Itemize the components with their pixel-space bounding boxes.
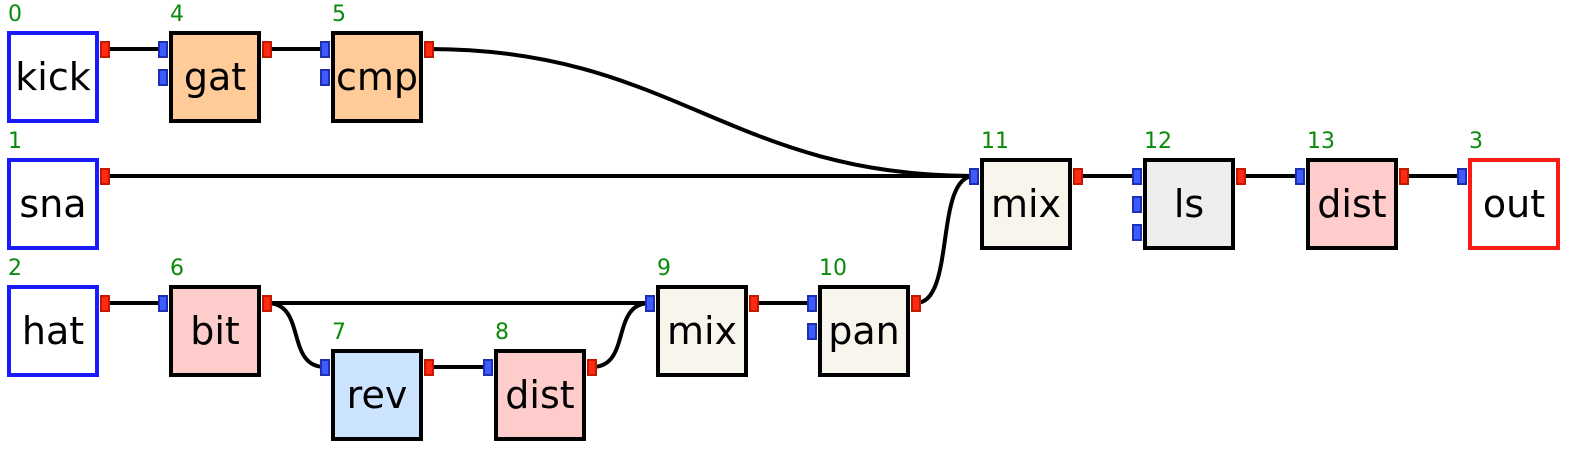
- node-label: out: [1482, 182, 1546, 226]
- outlet-port[interactable]: [587, 359, 597, 376]
- inlet-port[interactable]: [1457, 168, 1467, 185]
- node-label: cmp: [335, 55, 419, 99]
- node-label: bit: [190, 309, 240, 353]
- inlet-port[interactable]: [483, 359, 493, 376]
- node-gat-4[interactable]: gat: [169, 31, 261, 123]
- node-index: 6: [170, 256, 184, 281]
- node-index: 1: [8, 129, 22, 154]
- wire-5-to-11: [428, 47, 975, 178]
- node-index: 11: [981, 129, 1009, 154]
- inlet-port[interactable]: [1132, 224, 1142, 241]
- inlet-port[interactable]: [158, 69, 168, 86]
- node-dist-13[interactable]: dist: [1306, 158, 1398, 250]
- node-label: gat: [183, 55, 247, 99]
- node-label: sna: [19, 182, 87, 226]
- node-label: mix: [666, 309, 738, 353]
- node-index: 2: [8, 256, 22, 281]
- inlet-port[interactable]: [320, 69, 330, 86]
- node-index: 4: [170, 2, 184, 27]
- wire-6-to-7: [266, 301, 326, 369]
- node-label: mix: [990, 182, 1062, 226]
- node-index: 5: [332, 2, 346, 27]
- outlet-port[interactable]: [911, 295, 921, 312]
- outlet-port[interactable]: [1073, 168, 1083, 185]
- node-index: 3: [1469, 129, 1483, 154]
- outlet-port[interactable]: [100, 168, 110, 185]
- outlet-port[interactable]: [262, 41, 272, 58]
- outlet-port[interactable]: [262, 295, 272, 312]
- wire-8-to-9: [591, 301, 651, 369]
- node-cmp-5[interactable]: cmp: [331, 31, 423, 123]
- node-pan-10[interactable]: pan: [818, 285, 910, 377]
- node-label: dist: [505, 373, 575, 417]
- outlet-port[interactable]: [1399, 168, 1409, 185]
- node-dist-8[interactable]: dist: [494, 349, 586, 441]
- node-ls-12[interactable]: ls: [1143, 158, 1235, 250]
- inlet-port[interactable]: [645, 295, 655, 312]
- node-label: rev: [346, 373, 408, 417]
- node-label: pan: [828, 309, 900, 353]
- node-kick-0[interactable]: kick: [7, 31, 99, 123]
- node-index: 13: [1307, 129, 1335, 154]
- node-bit-6[interactable]: bit: [169, 285, 261, 377]
- node-index: 10: [819, 256, 847, 281]
- inlet-port[interactable]: [1295, 168, 1305, 185]
- node-index: 7: [332, 320, 346, 345]
- wire-10-to-11: [915, 174, 975, 305]
- node-index: 8: [495, 320, 509, 345]
- node-hat-2[interactable]: hat: [7, 285, 99, 377]
- node-index: 9: [657, 256, 671, 281]
- node-mix-9[interactable]: mix: [656, 285, 748, 377]
- inlet-port[interactable]: [320, 41, 330, 58]
- node-label: hat: [21, 309, 85, 353]
- node-index: 12: [1144, 129, 1172, 154]
- inlet-port[interactable]: [969, 168, 979, 185]
- inlet-port[interactable]: [320, 359, 330, 376]
- inlet-port[interactable]: [807, 295, 817, 312]
- node-index: 0: [8, 2, 22, 27]
- inlet-port[interactable]: [1132, 168, 1142, 185]
- node-sna-1[interactable]: sna: [7, 158, 99, 250]
- inlet-port[interactable]: [158, 41, 168, 58]
- node-label: kick: [15, 55, 91, 99]
- inlet-port[interactable]: [158, 295, 168, 312]
- node-label: dist: [1317, 182, 1387, 226]
- outlet-port[interactable]: [424, 41, 434, 58]
- inlet-port[interactable]: [1132, 196, 1142, 213]
- node-label: ls: [1173, 182, 1205, 226]
- node-out-3[interactable]: out: [1468, 158, 1560, 250]
- outlet-port[interactable]: [749, 295, 759, 312]
- inlet-port[interactable]: [807, 323, 817, 340]
- outlet-port[interactable]: [100, 41, 110, 58]
- outlet-port[interactable]: [424, 359, 434, 376]
- node-rev-7[interactable]: rev: [331, 349, 423, 441]
- outlet-port[interactable]: [1236, 168, 1246, 185]
- outlet-port[interactable]: [100, 295, 110, 312]
- node-mix-11[interactable]: mix: [980, 158, 1072, 250]
